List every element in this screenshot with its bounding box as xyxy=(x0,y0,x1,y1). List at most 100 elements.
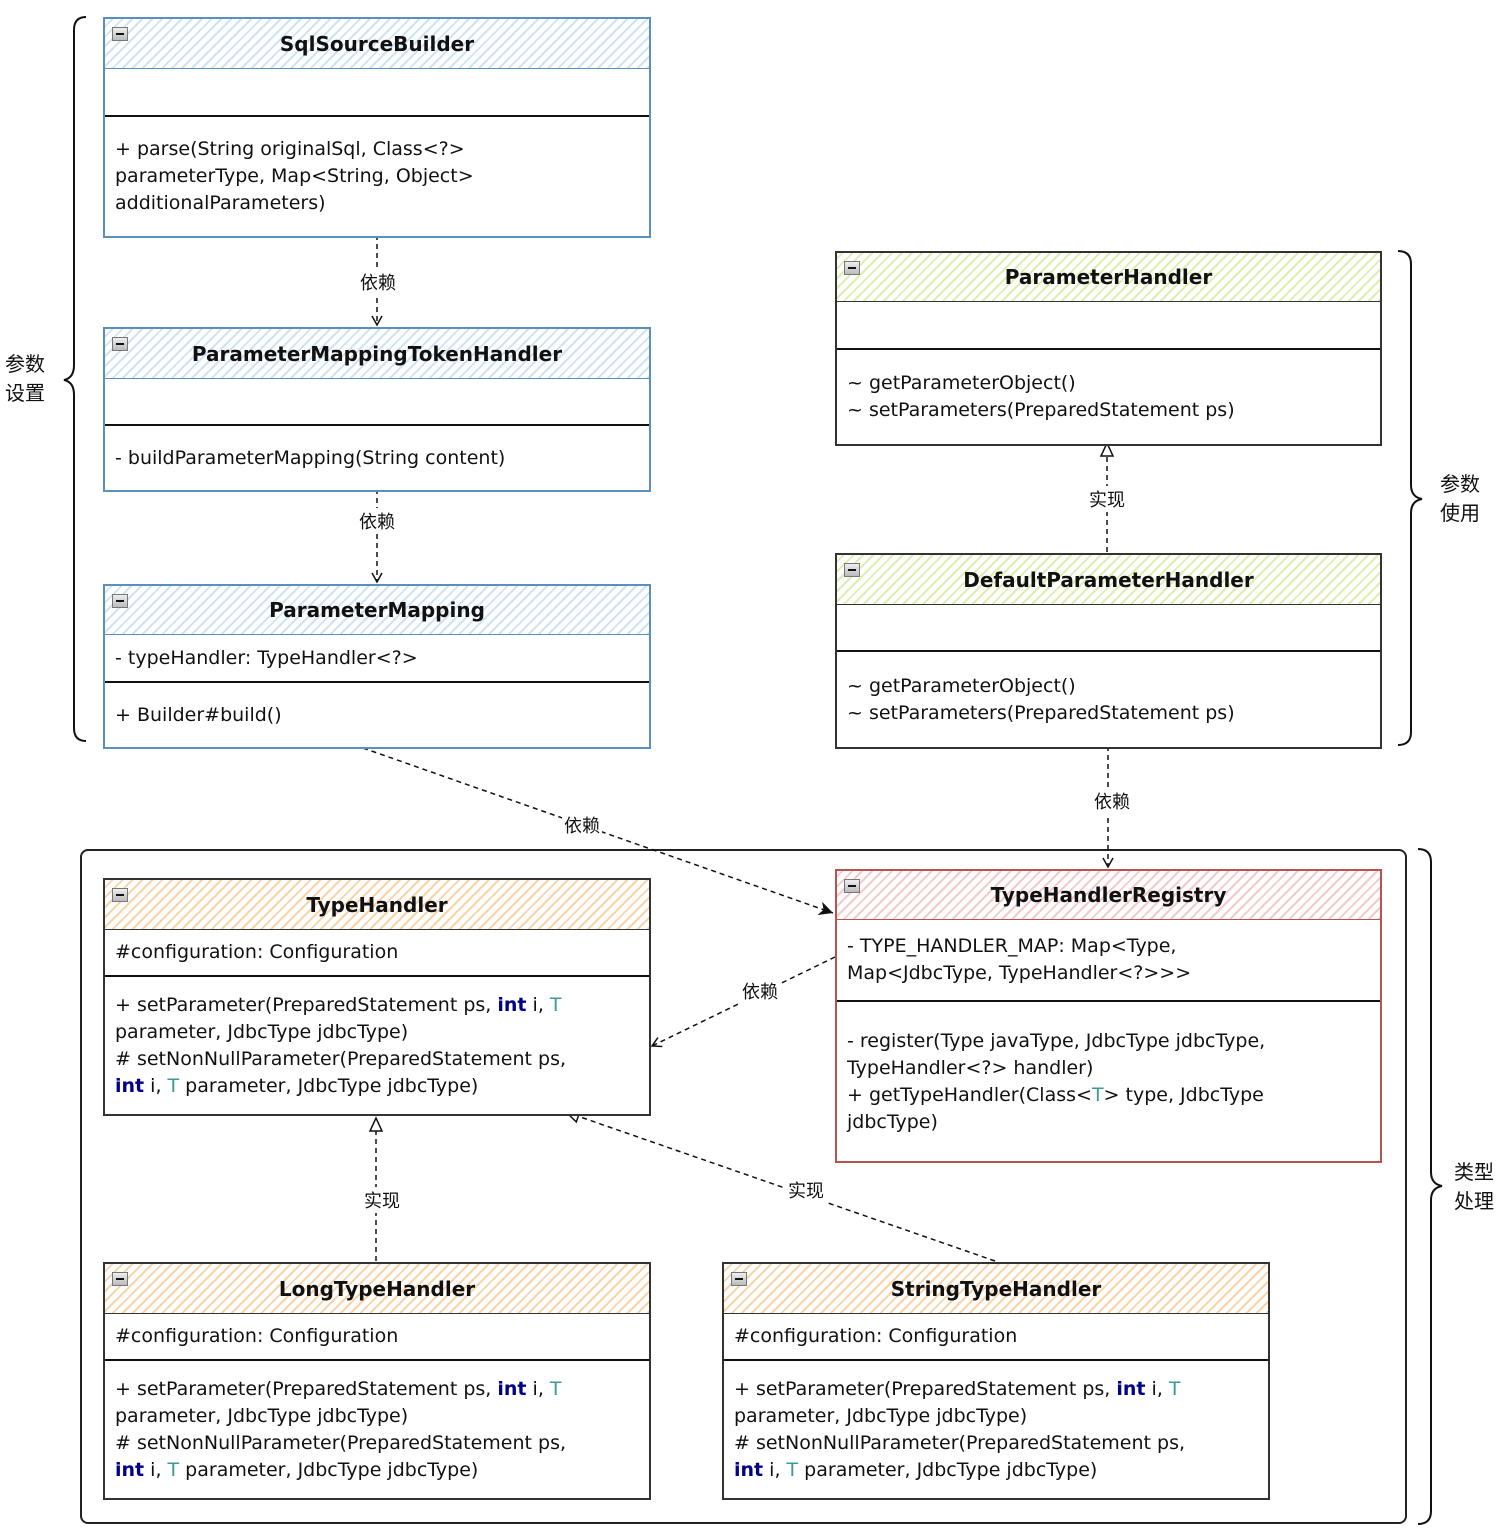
member-text: i, xyxy=(144,1458,168,1481)
relation-label: 实现 xyxy=(362,1187,402,1213)
methods-section: ~ getParameterObject() ~ setParameters(Pr… xyxy=(837,652,1380,747)
class-sqlsource[interactable]: SqlSourceBuilder + parse(String originalS… xyxy=(103,17,651,238)
method-line: int i, T parameter, JdbcType jdbcType) xyxy=(115,1457,639,1484)
attributes-section xyxy=(105,69,649,117)
group-label-param-setting: 参数 设置 xyxy=(5,352,45,405)
keyword-text: int xyxy=(115,1074,145,1097)
class-header: TypeHandler xyxy=(105,880,649,930)
collapse-icon[interactable] xyxy=(844,563,860,577)
class-header: DefaultParameterHandler xyxy=(837,555,1380,605)
relation-label: 实现 xyxy=(1087,486,1127,512)
attribute-line: #configuration: Configuration xyxy=(115,939,639,966)
method-line: additionalParameters) xyxy=(115,190,639,217)
member-text: + setParameter(PreparedStatement ps, xyxy=(734,1377,1117,1400)
collapse-icon[interactable] xyxy=(112,337,128,351)
collapse-icon[interactable] xyxy=(112,594,128,608)
member-text: + parse(String originalSql, Class<?> xyxy=(115,138,465,160)
class-typehandler[interactable]: TypeHandler #configuration: Configuration… xyxy=(103,878,651,1116)
member-text: > type, JdbcType xyxy=(1103,1083,1264,1106)
class-name: TypeHandler xyxy=(306,892,448,917)
class-tokenhandler[interactable]: ParameterMappingTokenHandler- buildParam… xyxy=(103,327,651,492)
collapse-icon[interactable] xyxy=(112,888,128,902)
keyword-text: int xyxy=(497,993,527,1016)
method-line: + setParameter(PreparedStatement ps, int… xyxy=(115,992,639,1019)
class-header: SqlSourceBuilder xyxy=(105,19,649,69)
class-name: ParameterMapping xyxy=(269,598,485,622)
member-text: ~ setParameters(PreparedStatement ps) xyxy=(847,399,1235,421)
attributes-section: - TYPE_HANDLER_MAP: Map<Type, Map<JdbcTyp… xyxy=(837,920,1380,1002)
class-header: ParameterMapping xyxy=(105,586,649,635)
method-line: int i, T parameter, JdbcType jdbcType) xyxy=(115,1073,639,1100)
method-line: jdbcType) xyxy=(847,1109,1370,1136)
class-header: ParameterHandler xyxy=(837,253,1380,302)
member-text: + setParameter(PreparedStatement ps, xyxy=(115,993,498,1016)
collapse-icon[interactable] xyxy=(731,1272,747,1286)
member-text: parameter, JdbcType jdbcType) xyxy=(734,1404,1028,1427)
member-text: parameter, JdbcType jdbcType) xyxy=(115,1020,409,1043)
method-line: + getTypeHandler(Class<T> type, JdbcType xyxy=(847,1082,1370,1109)
method-line: + setParameter(PreparedStatement ps, int… xyxy=(734,1376,1258,1403)
class-longtypehandler[interactable]: LongTypeHandler #configuration: Configura… xyxy=(103,1262,651,1500)
attributes-section xyxy=(105,379,649,426)
attribute-line: - typeHandler: TypeHandler<?> xyxy=(115,645,639,672)
member-text: Map<JdbcType, TypeHandler<?>>> xyxy=(847,962,1192,984)
group-label-type-handling: 类型 处理 xyxy=(1454,1160,1494,1213)
realization-line xyxy=(564,1109,996,1262)
member-text: #configuration: Configuration xyxy=(115,1325,399,1347)
member-text: # setNonNullParameter(PreparedStatement … xyxy=(734,1431,1186,1454)
member-text: - TYPE_HANDLER_MAP: Map<Type, xyxy=(847,935,1177,957)
member-text: ~ getParameterObject() xyxy=(847,674,1076,697)
method-line: + Builder#build() xyxy=(115,702,639,729)
class-name: DefaultParameterHandler xyxy=(963,567,1254,592)
member-text: + getTypeHandler(Class< xyxy=(847,1083,1092,1106)
collapse-icon[interactable] xyxy=(844,261,860,275)
methods-section: + parse(String originalSql, Class<?> para… xyxy=(105,117,649,236)
attribute-line: Map<JdbcType, TypeHandler<?>>> xyxy=(847,960,1370,987)
class-name: LongTypeHandler xyxy=(278,1276,476,1301)
attribute-line: #configuration: Configuration xyxy=(115,1323,639,1350)
class-name: SqlSourceBuilder xyxy=(279,31,475,56)
methods-section: + Builder#build() xyxy=(105,683,649,747)
collapse-icon[interactable] xyxy=(112,1272,128,1286)
attributes-section xyxy=(837,605,1380,652)
relation-label: 依赖 xyxy=(1092,788,1132,814)
collapse-icon[interactable] xyxy=(844,879,860,893)
method-line: # setNonNullParameter(PreparedStatement … xyxy=(734,1430,1258,1457)
member-text: parameter, JdbcType jdbcType) xyxy=(798,1458,1098,1481)
relation-label: 依赖 xyxy=(357,508,397,534)
member-text: #configuration: Configuration xyxy=(734,1325,1018,1347)
member-text: parameterType, Map<String, Object> xyxy=(115,165,474,187)
keyword-text: int xyxy=(1116,1377,1146,1400)
member-text: ~ getParameterObject() xyxy=(847,372,1076,394)
member-text: ~ setParameters(PreparedStatement ps) xyxy=(847,701,1235,724)
member-text: + setParameter(PreparedStatement ps, xyxy=(115,1377,498,1400)
method-line: + parse(String originalSql, Class<?> xyxy=(115,136,639,163)
relation-label: 实现 xyxy=(786,1177,826,1203)
member-text: parameter, JdbcType jdbcType) xyxy=(179,1074,479,1097)
member-text: additionalParameters) xyxy=(115,192,326,214)
member-text: jdbcType) xyxy=(847,1110,938,1133)
class-stringtypehandler[interactable]: StringTypeHandler#configuration: Configu… xyxy=(722,1262,1270,1500)
relation-label: 依赖 xyxy=(358,269,398,295)
member-text: i, xyxy=(144,1074,168,1097)
member-text: parameter, JdbcType jdbcType) xyxy=(115,1404,409,1427)
class-paramhandler[interactable]: ParameterHandler ~ getParameterObject() ~ … xyxy=(835,251,1382,446)
class-name: ParameterHandler xyxy=(1004,265,1213,289)
member-text: i, xyxy=(763,1458,787,1481)
attribute-line: #configuration: Configuration xyxy=(734,1323,1258,1350)
class-defparamhandler[interactable]: DefaultParameterHandler ~ getParameterObj… xyxy=(835,553,1382,749)
class-parammapping[interactable]: ParameterMapping - typeHandler: TypeHandl… xyxy=(103,584,651,749)
class-registry[interactable]: TypeHandlerRegistry- TYPE_HANDLER_MAP: M… xyxy=(835,869,1382,1163)
method-line: ~ setParameters(PreparedStatement ps) xyxy=(847,397,1370,424)
member-text: parameter, JdbcType jdbcType) xyxy=(179,1458,479,1481)
method-line: parameterType, Map<String, Object> xyxy=(115,163,639,190)
collapse-icon[interactable] xyxy=(112,27,128,41)
member-text: # setNonNullParameter(PreparedStatement … xyxy=(115,1431,567,1454)
attributes-section: - typeHandler: TypeHandler<?> xyxy=(105,635,649,683)
relation-label: 依赖 xyxy=(740,978,780,1004)
member-text: - typeHandler: TypeHandler<?> xyxy=(115,646,418,669)
method-line: int i, T parameter, JdbcType jdbcType) xyxy=(734,1457,1258,1484)
group-label-param-usage: 参数 使用 xyxy=(1440,472,1480,525)
method-line: # setNonNullParameter(PreparedStatement … xyxy=(115,1430,639,1457)
